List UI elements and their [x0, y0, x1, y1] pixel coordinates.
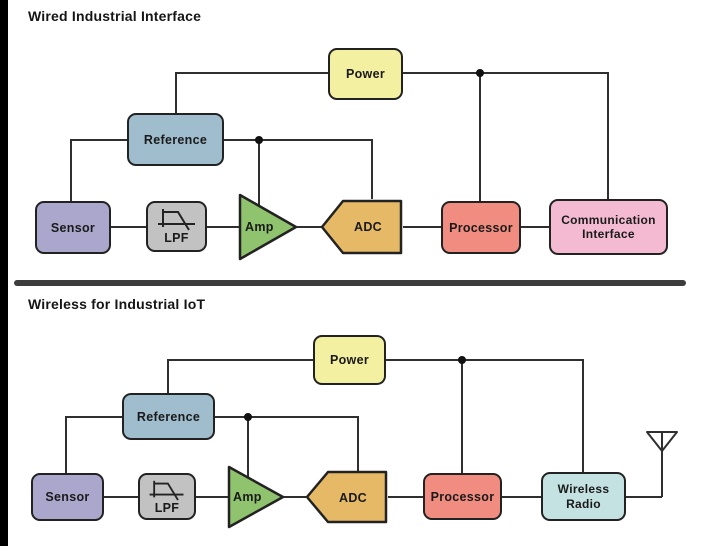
adc-pentagon-icon	[320, 199, 403, 255]
junction-dot-power-processor	[476, 69, 484, 77]
wire-power-to-comm-v	[607, 72, 609, 199]
wire-power-right-h	[402, 72, 609, 74]
wire2-power-to-processor-v	[461, 359, 463, 473]
wire-adc-processor	[403, 226, 442, 228]
junction-dot-reference-amp	[255, 136, 263, 144]
wireless-radio-node: Wireless Radio	[541, 472, 626, 521]
wireless-radio-label-line2: Radio	[566, 496, 601, 511]
antenna-icon	[644, 430, 680, 498]
wireless-power-label: Power	[329, 353, 369, 367]
left-black-border	[0, 0, 8, 546]
amp-triangle-icon	[227, 465, 285, 529]
lowpass-curve-icon	[156, 207, 198, 234]
wire2-reference-right-h	[214, 416, 359, 418]
wired-processor-node: Processor	[441, 201, 521, 254]
wired-sensor-label: Sensor	[50, 220, 96, 235]
wired-lpf-node: LPF	[146, 201, 207, 252]
wire2-reference-left-h	[65, 416, 123, 418]
wireless-lpf-node: LPF	[138, 473, 196, 520]
junction-dot2-reference-amp	[244, 413, 252, 421]
wire2-reference-to-amp-v	[247, 416, 249, 478]
wired-communication-interface-node: Communication Interface	[549, 199, 668, 255]
wire-reference-to-adc-v	[371, 139, 373, 199]
adc-pentagon-icon	[305, 470, 388, 524]
wire-reference-to-amp-v	[258, 139, 260, 207]
wireless-lpf-label: LPF	[154, 501, 180, 515]
wire-processor-comm	[520, 226, 550, 228]
wired-amp-node: Amp	[238, 192, 300, 262]
amp-triangle-icon	[238, 193, 298, 261]
wire-reference-to-sensor-v	[70, 139, 72, 201]
wire-amp-adc	[297, 226, 323, 228]
wire2-radio-antenna	[625, 496, 662, 498]
wired-title: Wired Industrial Interface	[28, 8, 202, 24]
junction-dot2-power-processor	[458, 356, 466, 364]
wired-adc-label: ADC	[354, 220, 382, 234]
wireless-sensor-label: Sensor	[45, 490, 90, 504]
wireless-processor-label: Processor	[430, 489, 495, 504]
wireless-adc-label: ADC	[339, 490, 367, 505]
wire-reference-left-h	[70, 139, 128, 141]
wire-sensor-lpf	[110, 226, 147, 228]
wire2-lpf-amp	[195, 496, 228, 498]
wire-reference-right-h	[223, 139, 373, 141]
wireless-reference-node: Reference	[122, 393, 215, 440]
wired-reference-label: Reference	[143, 132, 208, 147]
wired-power-label: Power	[345, 67, 385, 81]
wired-sensor-node: Sensor	[35, 201, 111, 254]
wireless-amp-node: Amp	[227, 464, 287, 530]
wire2-adc-processor	[388, 496, 424, 498]
wireless-amp-label: Amp	[233, 490, 262, 504]
wired-comm-label-line2: Interface	[582, 227, 635, 241]
wire-lpf-amp	[206, 226, 240, 228]
lowpass-curve-icon	[147, 479, 187, 504]
wire-power-to-reference-v	[175, 72, 177, 114]
wireless-title: Wireless for Industrial IoT	[28, 296, 206, 312]
wireless-reference-label: Reference	[136, 409, 201, 424]
wired-amp-label: Amp	[245, 220, 274, 234]
wire-power-to-processor-v	[479, 72, 481, 201]
wire2-power-right-h	[385, 359, 584, 361]
wired-comm-label-line1: Communication	[561, 212, 656, 227]
wire2-reference-to-sensor-v	[65, 416, 67, 473]
wireless-adc-node: ADC	[305, 470, 389, 525]
wired-processor-label: Processor	[449, 220, 513, 235]
wired-adc-node: ADC	[320, 198, 404, 256]
wireless-radio-label-line1: Wireless	[557, 482, 610, 497]
wired-lpf-label: LPF	[164, 231, 189, 245]
wire2-power-to-radio-v	[582, 359, 584, 473]
wired-power-node: Power	[328, 48, 403, 100]
wire-power-left-h	[176, 72, 329, 74]
wire2-processor-radio	[501, 496, 542, 498]
section-divider	[14, 280, 686, 286]
wireless-power-node: Power	[313, 335, 386, 385]
wire2-power-left-h	[168, 359, 314, 361]
wireless-processor-node: Processor	[423, 473, 502, 520]
wire2-sensor-lpf	[103, 496, 139, 498]
wire2-amp-adc	[284, 496, 306, 498]
wire2-power-to-reference-v	[167, 359, 169, 394]
wireless-sensor-node: Sensor	[31, 473, 104, 521]
wire2-reference-to-adc-v	[357, 416, 359, 472]
wired-reference-node: Reference	[127, 113, 224, 166]
